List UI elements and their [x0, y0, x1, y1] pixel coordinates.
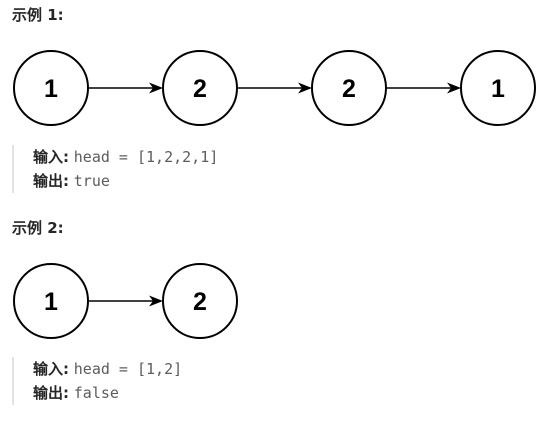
arrowhead-icon: [298, 82, 312, 94]
list-node: [13, 263, 89, 339]
list-node-value: 2: [342, 75, 356, 103]
example-1-input-line: 输入: head = [1,2,2,1]: [33, 145, 218, 169]
example-1-title: 示例 1:: [12, 6, 64, 24]
example-1-linked-list-diagram: 1 2 2 1: [13, 50, 536, 126]
example-2-input-label: 输入:: [33, 360, 69, 378]
example-2-output-value: false: [73, 384, 119, 402]
list-node-value: 2: [193, 75, 207, 103]
list-node: [311, 50, 387, 126]
list-node-value: 1: [44, 75, 58, 103]
arrowhead-icon: [447, 82, 461, 94]
list-node: [162, 50, 238, 126]
example-1-io-block: 输入: head = [1,2,2,1] 输出: true: [12, 145, 218, 193]
example-2-io-block: 输入: head = [1,2] 输出: false: [12, 357, 182, 405]
example-1-output-line: 输出: true: [33, 169, 218, 193]
arrowhead-icon: [149, 295, 163, 307]
example-2-output-label: 输出:: [33, 384, 69, 402]
example-1-input-value: head = [1,2,2,1]: [73, 148, 219, 166]
example-2-title: 示例 2:: [12, 219, 64, 237]
list-node-value: 2: [193, 288, 207, 316]
example-1-output-label: 输出:: [33, 172, 69, 190]
list-node-value: 1: [491, 75, 505, 103]
example-2-input-line: 输入: head = [1,2]: [33, 357, 182, 381]
example-1-output-value: true: [73, 172, 110, 190]
example-2-input-value: head = [1,2]: [73, 360, 183, 378]
list-node-value: 1: [44, 288, 58, 316]
example-2-output-line: 输出: false: [33, 381, 182, 405]
list-node: [162, 263, 238, 339]
arrowhead-icon: [149, 82, 163, 94]
example-1-input-label: 输入:: [33, 148, 69, 166]
list-node: [460, 50, 536, 126]
list-node: [13, 50, 89, 126]
